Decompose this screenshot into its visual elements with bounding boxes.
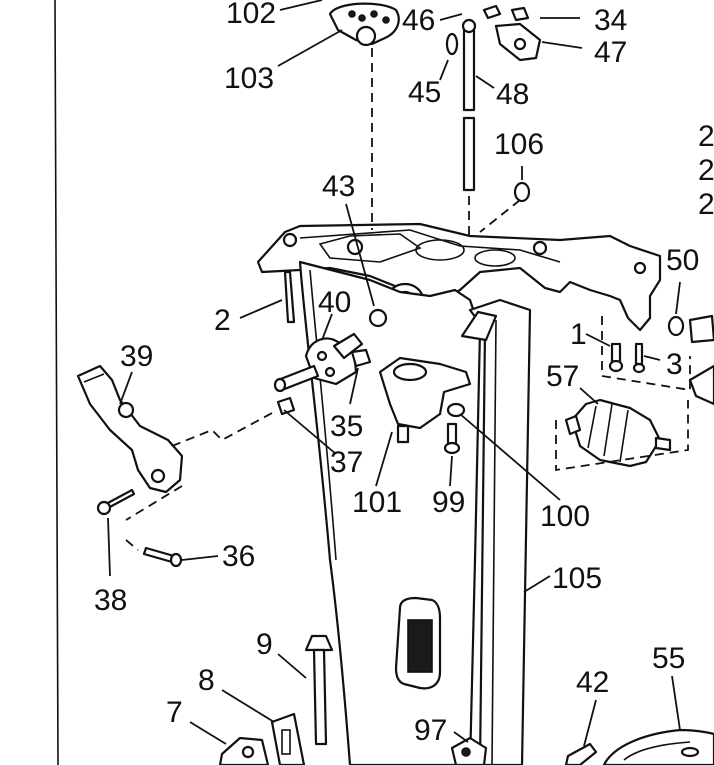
callout-43: 43 (322, 170, 355, 203)
part-38-screw (96, 488, 136, 516)
callout-36: 36 (222, 540, 255, 573)
part-46-pins (482, 4, 530, 22)
callout-106: 106 (494, 128, 544, 161)
page-border-line (54, 0, 59, 765)
callout-103: 103 (224, 62, 274, 95)
callout-39: 39 (120, 340, 153, 373)
assembly-line-106 (479, 199, 521, 233)
callout-105: 105 (552, 562, 602, 595)
callout-55: 55 (652, 642, 685, 675)
right-edge-part (688, 364, 714, 406)
callout-46: 46 (402, 4, 435, 37)
callout-97: 97 (414, 714, 447, 747)
callout-7: 7 (166, 696, 183, 729)
part-50-nut (688, 314, 714, 344)
callout-101: 101 (352, 486, 402, 519)
part-48-rod (461, 18, 477, 192)
part-43-ring (368, 308, 388, 328)
part-35-nut (350, 348, 372, 368)
assembly-line-39 (171, 411, 275, 447)
part-101-mount (378, 356, 472, 444)
callout-35: 35 (330, 410, 363, 443)
callout-47: 47 (594, 36, 627, 69)
leader-lines (107, 0, 681, 747)
callout-34: 34 (594, 4, 627, 37)
callout-100: 100 (540, 500, 590, 533)
part-57-mount (564, 398, 672, 468)
part-37-clip (276, 396, 296, 416)
callout-42: 42 (576, 666, 609, 699)
callout-2-edge-b: 2 (698, 154, 714, 187)
part-36-screw (142, 546, 183, 568)
callout-3: 3 (666, 348, 683, 381)
part-97-fitting (450, 736, 488, 765)
callout-37: 37 (330, 446, 363, 479)
drive-shaft-housing (256, 222, 662, 765)
callout-50: 50 (666, 244, 699, 277)
callout-9: 9 (256, 628, 273, 661)
part-100-washer (446, 402, 466, 418)
callout-40: 40 (318, 286, 351, 319)
part-40-lever (273, 332, 364, 393)
part-7-clamp (218, 736, 270, 765)
part-1-screw (608, 342, 624, 373)
callout-1: 1 (570, 318, 587, 351)
part-50-washer (667, 315, 685, 337)
callout-2-edge-a: 2 (698, 120, 714, 153)
part-99-screw (443, 422, 461, 455)
callout-labels: 102 103 46 34 47 45 48 106 43 50 40 2 1 … (94, 0, 714, 747)
part-3-screw (632, 342, 646, 374)
callout-99: 99 (432, 486, 465, 519)
part-47-bracket (494, 22, 542, 62)
part-42-clip (564, 742, 598, 765)
callout-8: 8 (198, 664, 215, 697)
assembly-frame-1 (601, 316, 691, 392)
callout-38: 38 (94, 584, 127, 617)
callout-2: 2 (214, 304, 231, 337)
callout-102: 102 (226, 0, 276, 30)
part-39-arm (76, 364, 184, 494)
part-9-bolt (304, 634, 334, 746)
callout-45: 45 (408, 76, 441, 109)
callout-2-edge-c: 2 (698, 188, 714, 221)
part-55-cover (602, 728, 714, 765)
part-45-washer (445, 32, 459, 56)
assembly-line-36 (125, 485, 183, 551)
callout-48: 48 (496, 78, 529, 111)
part-106-washer (513, 181, 531, 203)
callout-57: 57 (546, 360, 579, 393)
part-103-plate (328, 2, 400, 47)
part-8-strap (270, 712, 306, 765)
